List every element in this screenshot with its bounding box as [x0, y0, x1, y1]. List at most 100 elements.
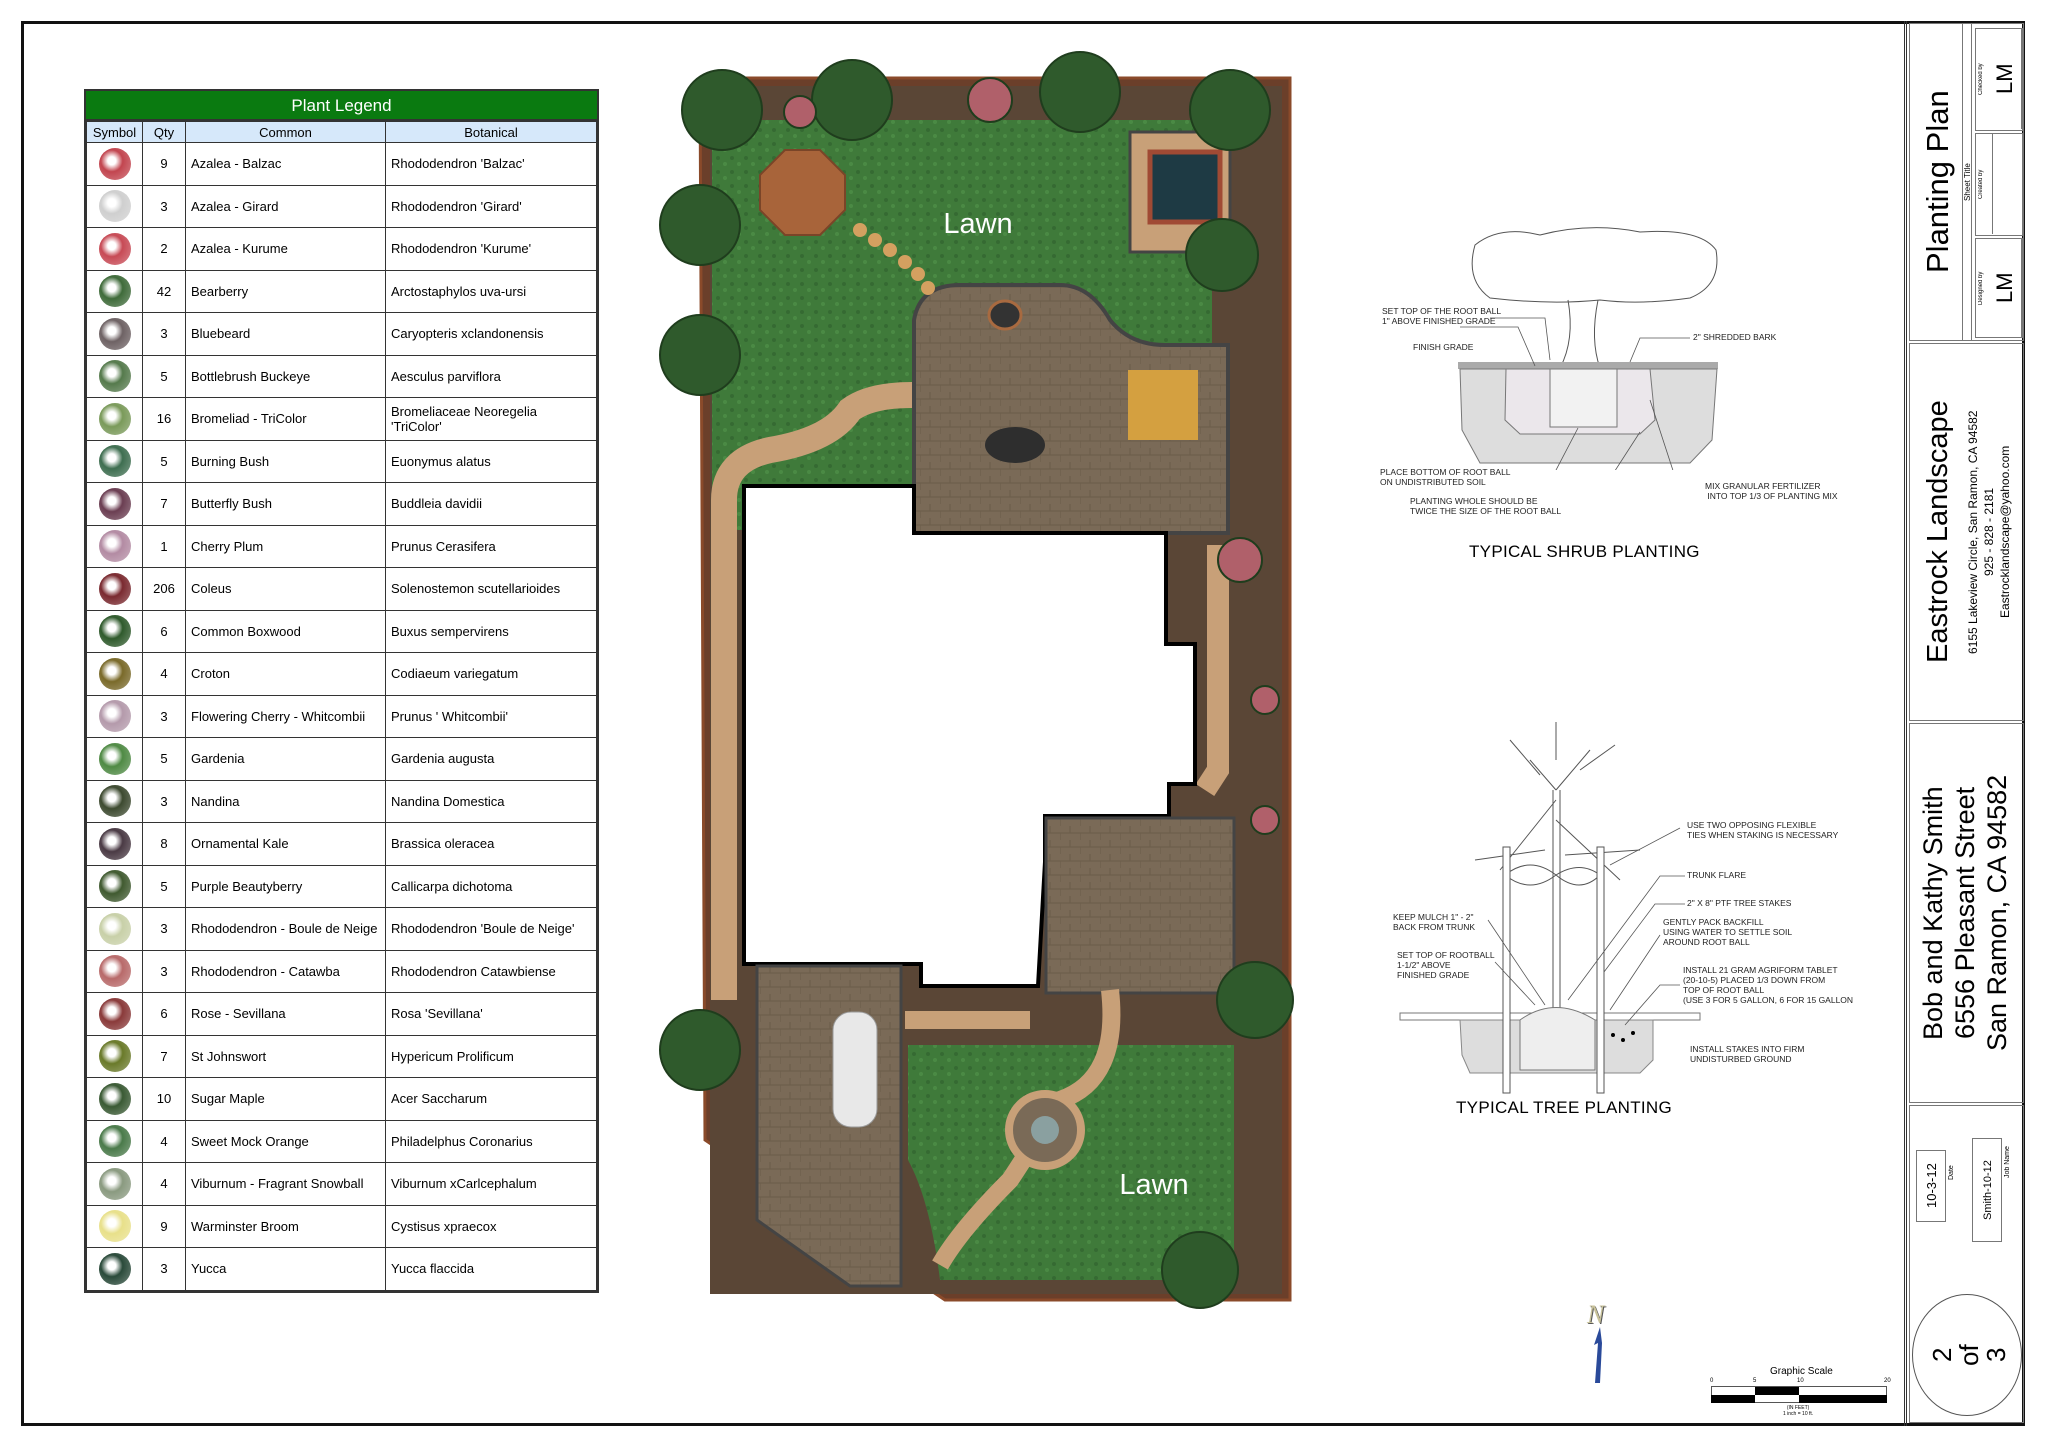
- shrub: [1217, 537, 1263, 583]
- plant-qty: 4: [142, 1162, 186, 1206]
- shrub: [783, 95, 817, 129]
- note-tree-stakes: 2" X 8" PTF TREE STAKES: [1687, 898, 1792, 908]
- plant-botanical-name: Rhododendron 'Balzac': [385, 142, 597, 186]
- plant-botanical-name: Euonymus alatus: [385, 439, 597, 483]
- plant-symbol-cell: [86, 822, 143, 866]
- plant-common-name: Flowering Cherry - Whitcombii: [185, 694, 386, 738]
- plant-botanical-name: Buxus sempervirens: [385, 609, 597, 653]
- plant-common-name: Gardenia: [185, 737, 386, 781]
- plant-qty: 3: [142, 694, 186, 738]
- plant-common-name: Azalea - Balzac: [185, 142, 386, 186]
- plant-botanical-name: Arctostaphylos uva-ursi: [385, 269, 597, 313]
- plant-symbol-icon: [98, 1040, 131, 1073]
- plant-botanical-name: Brassica oleracea: [385, 822, 597, 866]
- plant-qty: 3: [142, 949, 186, 993]
- fountain-basin: [1031, 1116, 1059, 1144]
- date-value: 10-3-12: [1916, 1150, 1946, 1222]
- note-install-stakes: INSTALL STAKES INTO FIRM UNDISTURBED GRO…: [1690, 1044, 1805, 1064]
- tree: [811, 59, 893, 141]
- plant-symbol-cell: [86, 949, 143, 993]
- legend-rows: 9 Azalea - Balzac Rhododendron 'Balzac' …: [86, 142, 597, 1291]
- plant-symbol-icon: [98, 487, 131, 520]
- header-common: Common: [185, 121, 386, 143]
- plant-symbol-cell: [86, 737, 143, 781]
- scale-units-label: (IN FEET): [1786, 1405, 1810, 1411]
- lawn-lower: [908, 1045, 1234, 1280]
- note-keep-mulch: KEEP MULCH 1" - 2" BACK FROM TRUNK: [1393, 912, 1476, 932]
- plant-qty: 4: [142, 1119, 186, 1163]
- plant-symbol-cell: [86, 992, 143, 1036]
- plant-botanical-name: Buddleia davidii: [385, 482, 597, 526]
- shrub-trunk: [1559, 299, 1601, 369]
- plant-common-name: Azalea - Girard: [185, 184, 386, 228]
- note-finish-grade: FINISH GRADE: [1413, 342, 1474, 352]
- header-botanical: Botanical: [385, 121, 597, 143]
- plant-qty: 7: [142, 1034, 186, 1078]
- scale-bar: [1711, 1386, 1887, 1403]
- plant-symbol-cell: [86, 142, 143, 186]
- plant-qty: 9: [142, 142, 186, 186]
- plant-botanical-name: Aesculus parviflora: [385, 354, 597, 398]
- legend-row: 5 Gardenia Gardenia augusta: [86, 737, 597, 781]
- plant-symbol-icon: [98, 657, 131, 690]
- scale-tick-0: 0: [1710, 1378, 1714, 1384]
- plant-common-name: Common Boxwood: [185, 609, 386, 653]
- plant-symbol-icon: [98, 742, 131, 775]
- shrub: [1250, 805, 1280, 835]
- plant-botanical-name: Gardenia augusta: [385, 737, 597, 781]
- plant-botanical-name: Rhododendron Catawbiense: [385, 949, 597, 993]
- company-phone: 925 - 828 - 2181: [1982, 487, 1996, 577]
- plant-qty: 3: [142, 312, 186, 356]
- plant-qty: 5: [142, 354, 186, 398]
- plant-symbol-icon: [98, 827, 131, 860]
- legend-row: 5 Purple Beautyberry Callicarpa dichotom…: [86, 864, 597, 908]
- plant-symbol-cell: [86, 907, 143, 951]
- sheet-number: 2: [1927, 1347, 1957, 1363]
- plant-botanical-name: Philadelphus Coronarius: [385, 1119, 597, 1163]
- shrub: [1250, 685, 1280, 715]
- note-backfill: GENTLY PACK BACKFILL USING WATER TO SETT…: [1663, 917, 1793, 947]
- title-block: Planting Plan Sheet Title Checked by LM …: [1904, 21, 2025, 1426]
- legend-row: 3 Rhododendron - Boule de Neige Rhododen…: [86, 907, 597, 951]
- car: [832, 1011, 878, 1128]
- plant-botanical-name: Hypericum Prolificum: [385, 1034, 597, 1078]
- plant-common-name: Bluebeard: [185, 312, 386, 356]
- plant-symbol-icon: [98, 997, 131, 1030]
- checked-by-label: Checked by: [1978, 63, 1984, 95]
- root-ball: [1549, 368, 1618, 428]
- plant-qty: 5: [142, 864, 186, 908]
- plant-symbol-cell: [86, 652, 143, 696]
- plant-common-name: Sugar Maple: [185, 1077, 386, 1121]
- legend-row: 5 Bottlebrush Buckeye Aesculus parviflor…: [86, 354, 597, 398]
- client-name: Bob and Kathy Smith: [1918, 786, 1948, 1040]
- fire-pit: [987, 299, 1023, 331]
- plant-common-name: Coleus: [185, 567, 386, 611]
- plant-symbol-icon: [98, 1252, 131, 1285]
- sheet-title-label: Sheet Title: [1962, 24, 1972, 340]
- patio-lower: [1044, 816, 1236, 995]
- plant-symbol-icon: [98, 700, 131, 733]
- job-name-value: Smith-10-12: [1972, 1138, 2002, 1242]
- legend-row: 4 Croton Codiaeum variegatum: [86, 652, 597, 696]
- note-agriform-tablet: INSTALL 21 GRAM AGRIFORM TABLET (20-10-5…: [1683, 965, 1854, 1005]
- note-set-top-rootball: SET TOP OF ROOTBALL 1-1/2" ABOVE FINISHE…: [1397, 950, 1495, 980]
- plant-symbol-icon: [98, 275, 131, 308]
- tree-planting-drawing: [1399, 722, 1701, 1094]
- plant-qty: 7: [142, 482, 186, 526]
- plant-botanical-name: Codiaeum variegatum: [385, 652, 597, 696]
- plant-symbol-cell: [86, 439, 143, 483]
- note-fertilizer: MIX GRANULAR FERTILIZER INTO TOP 1/3 OF …: [1705, 481, 1838, 501]
- tree: [659, 184, 741, 266]
- tree-stake-right: [1596, 846, 1605, 1094]
- header-qty: Qty: [142, 121, 186, 143]
- designed-by-box: Designed by LM: [1975, 238, 2023, 338]
- legend-row: 5 Burning Bush Euonymus alatus: [86, 439, 597, 483]
- company-email: Eastrocklandscape@yahoo.com: [1998, 445, 2012, 619]
- plant-symbol-cell: [86, 694, 143, 738]
- legend-row: 42 Bearberry Arctostaphylos uva-ursi: [86, 269, 597, 313]
- plant-symbol-icon: [98, 1167, 131, 1200]
- tree-detail-title: TYPICAL TREE PLANTING: [1456, 1098, 1673, 1117]
- plant-symbol-icon: [98, 445, 131, 478]
- sheet-info-section: 10-3-12 Date Smith-10-12 Job Name 2 of 3: [1909, 1105, 2024, 1423]
- legend-row: 1 Cherry Plum Prunus Cerasifera: [86, 524, 597, 568]
